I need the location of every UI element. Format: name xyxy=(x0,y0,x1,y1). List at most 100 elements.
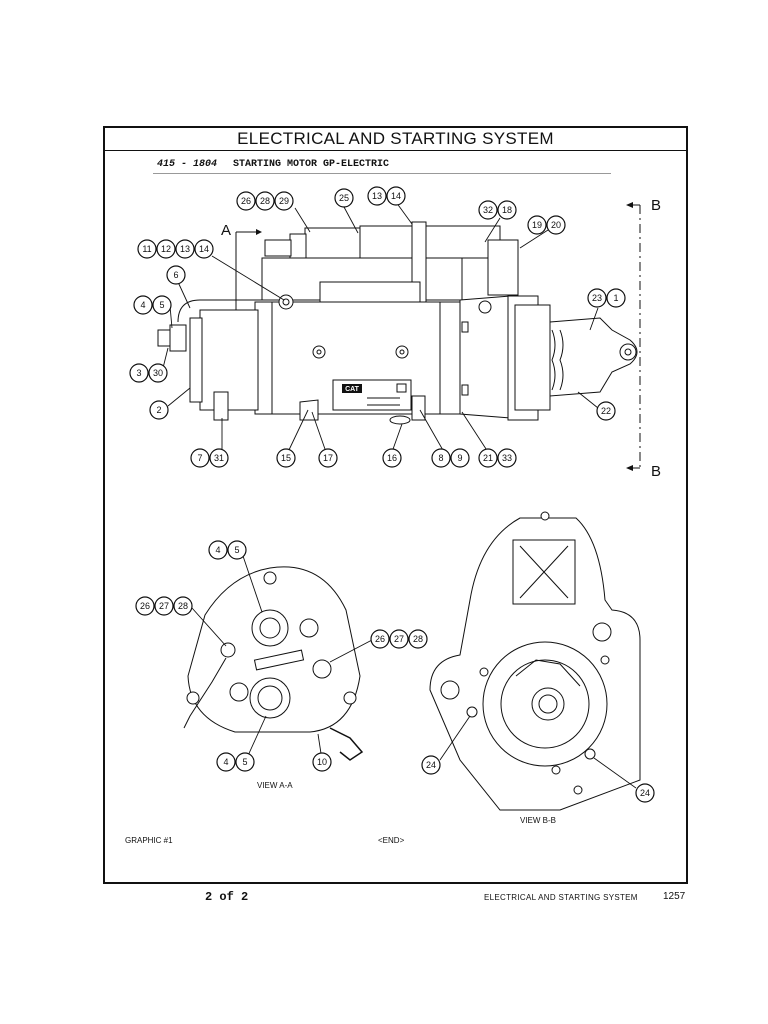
section-b-top-label: B xyxy=(651,197,661,214)
callout-aa-4-bottom: 4 xyxy=(216,752,236,772)
svg-text:2: 2 xyxy=(156,405,161,415)
callout-bb-24-right: 24 xyxy=(635,783,655,803)
svg-text:26: 26 xyxy=(241,196,251,206)
callout-31: 31 xyxy=(209,448,229,468)
view-a-a-label: VIEW A-A xyxy=(257,781,293,790)
svg-text:1: 1 xyxy=(613,293,618,303)
view-b-b-label: VIEW B-B xyxy=(520,816,556,825)
callout-21: 21 xyxy=(478,448,498,468)
svg-text:24: 24 xyxy=(426,760,436,770)
svg-text:21: 21 xyxy=(483,453,493,463)
callout-22: 22 xyxy=(596,401,616,421)
callout-28: 28 xyxy=(255,191,275,211)
callout-30: 30 xyxy=(148,363,168,383)
callout-16: 16 xyxy=(382,448,402,468)
svg-text:26: 26 xyxy=(375,634,385,644)
callout-20: 20 xyxy=(546,215,566,235)
svg-text:12: 12 xyxy=(161,244,171,254)
svg-text:11: 11 xyxy=(142,244,151,254)
svg-text:33: 33 xyxy=(502,453,512,463)
callout-15: 15 xyxy=(276,448,296,468)
callout-aa-27-right: 27 xyxy=(389,629,409,649)
callout-aa-27-left: 27 xyxy=(154,596,174,616)
callout-aa-28-left: 28 xyxy=(173,596,193,616)
page-frame: ELECTRICAL AND STARTING SYSTEM 415 - 180… xyxy=(103,126,688,884)
view-b-b-leaders xyxy=(439,715,637,789)
callout-25: 25 xyxy=(334,188,354,208)
svg-text:14: 14 xyxy=(391,191,401,201)
nameplate-logo: CAT xyxy=(345,386,360,393)
section-b-marker: B B xyxy=(626,197,661,480)
section-b-bottom-label: B xyxy=(651,463,661,480)
part-heading: 415 - 1804 STARTING MOTOR GP-ELECTRIC xyxy=(157,159,389,170)
end-note: <END> xyxy=(378,836,405,845)
callout-9: 9 xyxy=(450,448,470,468)
page-of-indicator: 2 of 2 xyxy=(205,890,249,904)
svg-text:24: 24 xyxy=(640,788,650,798)
callout-32: 32 xyxy=(478,200,498,220)
callout-aa-5-bottom: 5 xyxy=(235,752,255,772)
svg-text:10: 10 xyxy=(317,757,327,767)
svg-text:31: 31 xyxy=(214,453,224,463)
view-a-a: VIEW A-A xyxy=(183,566,364,790)
callout-26: 26 xyxy=(236,191,256,211)
svg-text:19: 19 xyxy=(532,220,542,230)
callout-bb-24-left: 24 xyxy=(421,755,441,775)
callout-aa-26-left: 26 xyxy=(135,596,155,616)
callout-aa-10: 10 xyxy=(312,752,332,772)
callout-14b: 14 xyxy=(194,239,214,259)
section-a-top-label: A xyxy=(221,222,231,239)
svg-text:29: 29 xyxy=(279,196,289,206)
callout-aa-28-right: 28 xyxy=(408,629,428,649)
svg-text:4: 4 xyxy=(215,545,220,555)
callout-18: 18 xyxy=(497,200,517,220)
page-number: 1257 xyxy=(663,891,686,902)
svg-text:5: 5 xyxy=(159,300,164,310)
callout-6: 6 xyxy=(166,265,186,285)
svg-text:28: 28 xyxy=(413,634,423,644)
callout-2: 2 xyxy=(149,400,169,420)
callout-5: 5 xyxy=(152,295,172,315)
callout-3: 3 xyxy=(129,363,149,383)
svg-text:3: 3 xyxy=(136,368,141,378)
svg-text:32: 32 xyxy=(483,205,493,215)
svg-text:22: 22 xyxy=(601,406,611,416)
svg-text:13: 13 xyxy=(180,244,190,254)
part-number: 415 - 1804 xyxy=(157,159,218,170)
footer-section-title: ELECTRICAL AND STARTING SYSTEM xyxy=(484,893,638,902)
svg-text:25: 25 xyxy=(339,193,349,203)
callout-1: 1 xyxy=(606,288,626,308)
svg-text:18: 18 xyxy=(502,205,512,215)
svg-text:16: 16 xyxy=(387,453,397,463)
svg-text:20: 20 xyxy=(551,220,561,230)
svg-text:23: 23 xyxy=(592,293,602,303)
callout-19: 19 xyxy=(527,215,547,235)
callout-11: 11 xyxy=(137,239,157,259)
svg-text:15: 15 xyxy=(281,453,291,463)
svg-text:14: 14 xyxy=(199,244,209,254)
callout-13b: 13 xyxy=(175,239,195,259)
callout-33: 33 xyxy=(497,448,517,468)
view-a-a-leaders xyxy=(191,555,373,761)
svg-text:7: 7 xyxy=(197,453,202,463)
svg-text:9: 9 xyxy=(457,453,462,463)
callout-aa-5-top: 5 xyxy=(227,540,247,560)
svg-text:27: 27 xyxy=(159,601,169,611)
callout-12: 12 xyxy=(156,239,176,259)
page-title: ELECTRICAL AND STARTING SYSTEM xyxy=(105,128,686,151)
svg-text:28: 28 xyxy=(178,601,188,611)
callout-7: 7 xyxy=(190,448,210,468)
svg-text:27: 27 xyxy=(394,634,404,644)
callout-14: 14 xyxy=(386,186,406,206)
callout-aa-26-right: 26 xyxy=(370,629,390,649)
callout-23: 23 xyxy=(587,288,607,308)
callout-4: 4 xyxy=(133,295,153,315)
callout-8: 8 xyxy=(431,448,451,468)
part-heading-rule xyxy=(153,173,611,174)
svg-text:5: 5 xyxy=(242,757,247,767)
svg-text:6: 6 xyxy=(173,270,178,280)
callout-bubbles: 26 28 29 25 13 14 32 18 19 20 11 12 13 1… xyxy=(129,186,655,803)
part-name: STARTING MOTOR GP-ELECTRIC xyxy=(233,159,390,170)
starter-side-view: CAT xyxy=(157,221,638,425)
